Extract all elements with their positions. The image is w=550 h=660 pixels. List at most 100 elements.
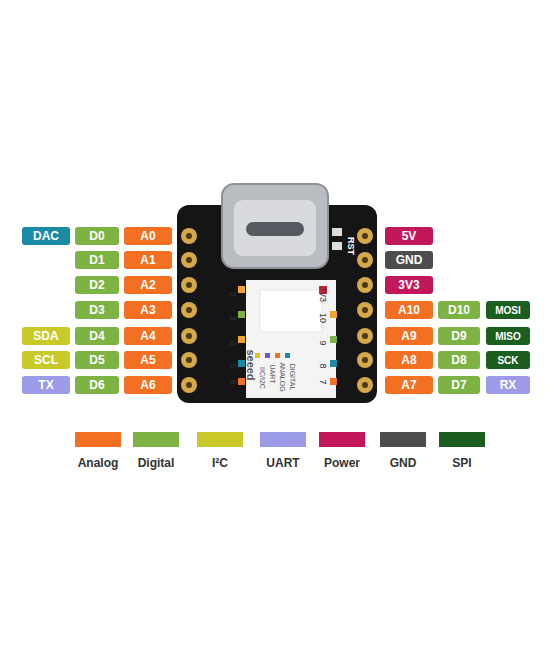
pin-pad [181,352,197,368]
pin-pad [181,277,197,293]
pin-marker [330,360,337,367]
pin-label: D3 [75,301,119,319]
pin-label: RX [486,376,530,394]
silkscreen-label: 9 [318,340,327,345]
silkscreen-label: 8 [318,363,327,368]
pin-name: A5 [140,353,155,367]
pin-name: RX [500,378,517,392]
silkscreen-label: 4 [228,340,237,345]
pin-name: TX [38,378,53,392]
pin-name: D7 [451,378,466,392]
pin-markers [238,286,337,385]
pin-name: D0 [89,229,104,243]
pin-name: SCL [34,353,58,367]
pin-label: SCL [22,351,70,369]
pin-label: MOSI [486,301,530,319]
pin-hole [362,257,368,263]
pin-pad [357,252,373,268]
pin-label: D7 [438,376,480,394]
pin-marker [330,378,337,385]
pin-marker [238,336,245,343]
pin-name: A10 [398,303,420,317]
pin-label: D4 [75,327,119,345]
pin-hole [362,357,368,363]
silkscreen-label: 3 [228,315,237,320]
pin-pad [357,277,373,293]
silkscreen-label: 10 [318,313,327,323]
pin-name: MOSI [495,305,521,316]
pin-name: A2 [140,278,155,292]
pin-marker [330,336,337,343]
silkscreen-label: 7 [318,379,327,384]
pin-label: A1 [124,251,172,269]
pin-hole [362,233,368,239]
pin-name: D9 [451,329,466,343]
pin-label: A6 [124,376,172,394]
silkscreen-label: 6 [228,379,237,384]
pin-name: A1 [140,253,155,267]
legend-swatch [380,432,426,447]
legend-text: Analog [78,456,119,470]
legend-swatch [319,432,365,447]
pin-label: A7 [385,376,433,394]
pin-label: D1 [75,251,119,269]
silkscreen-label: seeed [245,349,256,380]
pin-label: D0 [75,227,119,245]
pin-name: A3 [140,303,155,317]
usb-c-port [246,222,304,236]
pin-marker [330,311,337,318]
silkscreen-label: 3V3 [318,286,327,302]
key-marker [285,353,290,358]
legend-text: SPI [452,456,471,470]
pin-name: D1 [89,253,104,267]
pin-label: DAC [22,227,70,245]
smd-led [332,242,342,250]
pin-name: D10 [448,303,470,317]
pin-name: D5 [89,353,104,367]
pin-pad [357,228,373,244]
pin-label: A0 [124,227,172,245]
pin-name: A0 [140,229,155,243]
pin-marker [238,378,245,385]
pin-name: A6 [140,378,155,392]
pin-label: 3V3 [385,276,433,294]
silkscreen-label: IIC/I2C [259,367,266,389]
usb-c-connector [222,184,328,268]
pin-label: D10 [438,301,480,319]
pin-label: D6 [75,376,119,394]
pin-name: A7 [401,378,416,392]
legend-text: UART [266,456,299,470]
pin-name: SCK [497,355,518,366]
pin-name: 3V3 [398,278,419,292]
pin-hole [186,382,192,388]
pin-name: D3 [89,303,104,317]
silkscreen-label: UART [269,365,276,384]
pin-pad [181,328,197,344]
pin-marker [238,360,245,367]
pin-pad [357,328,373,344]
pin-label: A9 [385,327,433,345]
pin-label: MISO [486,327,530,345]
pin-hole [186,307,192,313]
pin-pad [181,252,197,268]
pin-label: D8 [438,351,480,369]
pin-hole [186,333,192,339]
pin-label: GND [385,251,433,269]
silkscreen-label: 5 [228,363,237,368]
pin-pads [181,228,373,393]
pin-holes [186,233,368,388]
pin-name: D6 [89,378,104,392]
legend-swatch [197,432,243,447]
key-marker [255,353,260,358]
pin-label: D5 [75,351,119,369]
pin-label: 5V [385,227,433,245]
pin-pad [181,377,197,393]
pin-label: SCK [486,351,530,369]
usb-c-shell [234,200,316,256]
pin-label: A5 [124,351,172,369]
silkscreen-label: DIGITAL [289,364,296,391]
pin-pad [181,302,197,318]
silkscreen-label: RST [346,237,355,255]
pin-hole [362,307,368,313]
